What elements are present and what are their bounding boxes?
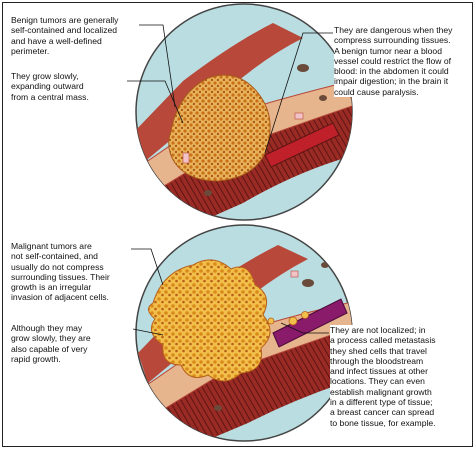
benign-tumor-illustration <box>135 3 353 221</box>
metastatic-cell <box>288 316 298 326</box>
malignant-tumor-mass <box>148 259 271 382</box>
malignant-invasion-label: Malignant tumors are not self-contained,… <box>11 241 131 303</box>
cell <box>302 279 314 287</box>
benign-growth-label: They grow slowly, expanding outward from… <box>11 71 127 102</box>
cell <box>182 152 190 164</box>
leader-line <box>280 322 329 334</box>
leader-line <box>129 248 164 286</box>
malignant-blood-vessel <box>272 298 348 348</box>
benign-self-contained-label: Benign tumors are generally self-contain… <box>11 15 139 57</box>
cell <box>321 262 329 268</box>
malignant-growth-label: Although they may grow slowly, they are … <box>11 323 129 365</box>
leader-line <box>264 32 333 154</box>
benign-blood-vessel <box>264 122 340 168</box>
cell <box>290 270 299 278</box>
cell <box>319 95 327 101</box>
cell <box>297 64 309 72</box>
cell <box>294 112 304 120</box>
leader-line <box>125 80 184 124</box>
metastatic-cell <box>301 311 309 319</box>
leader-lines <box>125 24 333 336</box>
metastatic-cell <box>267 317 275 325</box>
cell <box>214 405 222 411</box>
benign-danger-label: They are dangerous when they compress su… <box>334 25 470 98</box>
leader-line <box>132 328 164 336</box>
malignant-metastasis-label: They are not localized; in a process cal… <box>330 325 470 428</box>
leader-line <box>139 24 176 108</box>
cell <box>204 190 212 196</box>
tumor-illustration <box>125 3 353 442</box>
